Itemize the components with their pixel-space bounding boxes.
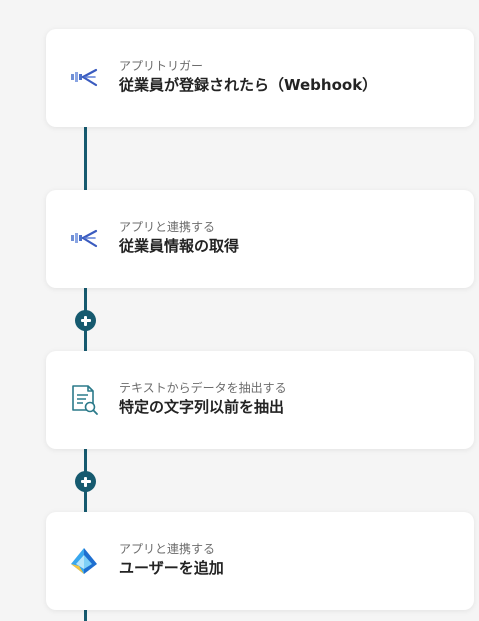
step-type-label: テキストからデータを抽出する bbox=[119, 381, 287, 395]
step-title: 従業員が登録されたら（Webhook） bbox=[119, 76, 378, 94]
app-logo-icon bbox=[68, 223, 100, 255]
step-title: 従業員情報の取得 bbox=[119, 237, 240, 255]
step-title: 特定の文字列以前を抽出 bbox=[119, 398, 285, 416]
step-type-label: アプリトリガー bbox=[119, 59, 204, 73]
add-step-button[interactable] bbox=[75, 310, 96, 331]
flow-connector-4 bbox=[84, 610, 87, 621]
step-title: ユーザーを追加 bbox=[119, 559, 224, 577]
flow-step-card-4[interactable]: アプリと連携する ユーザーを追加 bbox=[46, 512, 474, 610]
document-search-icon bbox=[68, 384, 100, 416]
add-step-button[interactable] bbox=[75, 471, 96, 492]
flow-step-card-3[interactable]: テキストからデータを抽出する 特定の文字列以前を抽出 bbox=[46, 351, 474, 449]
flow-step-card-1[interactable]: アプリトリガー 従業員が登録されたら（Webhook） bbox=[46, 29, 474, 127]
flow-step-card-2[interactable]: アプリと連携する 従業員情報の取得 bbox=[46, 190, 474, 288]
azure-ad-icon bbox=[68, 545, 100, 577]
flow-connector-1 bbox=[84, 127, 87, 190]
step-type-label: アプリと連携する bbox=[119, 220, 216, 234]
step-type-label: アプリと連携する bbox=[119, 542, 216, 556]
app-logo-icon bbox=[68, 62, 100, 94]
